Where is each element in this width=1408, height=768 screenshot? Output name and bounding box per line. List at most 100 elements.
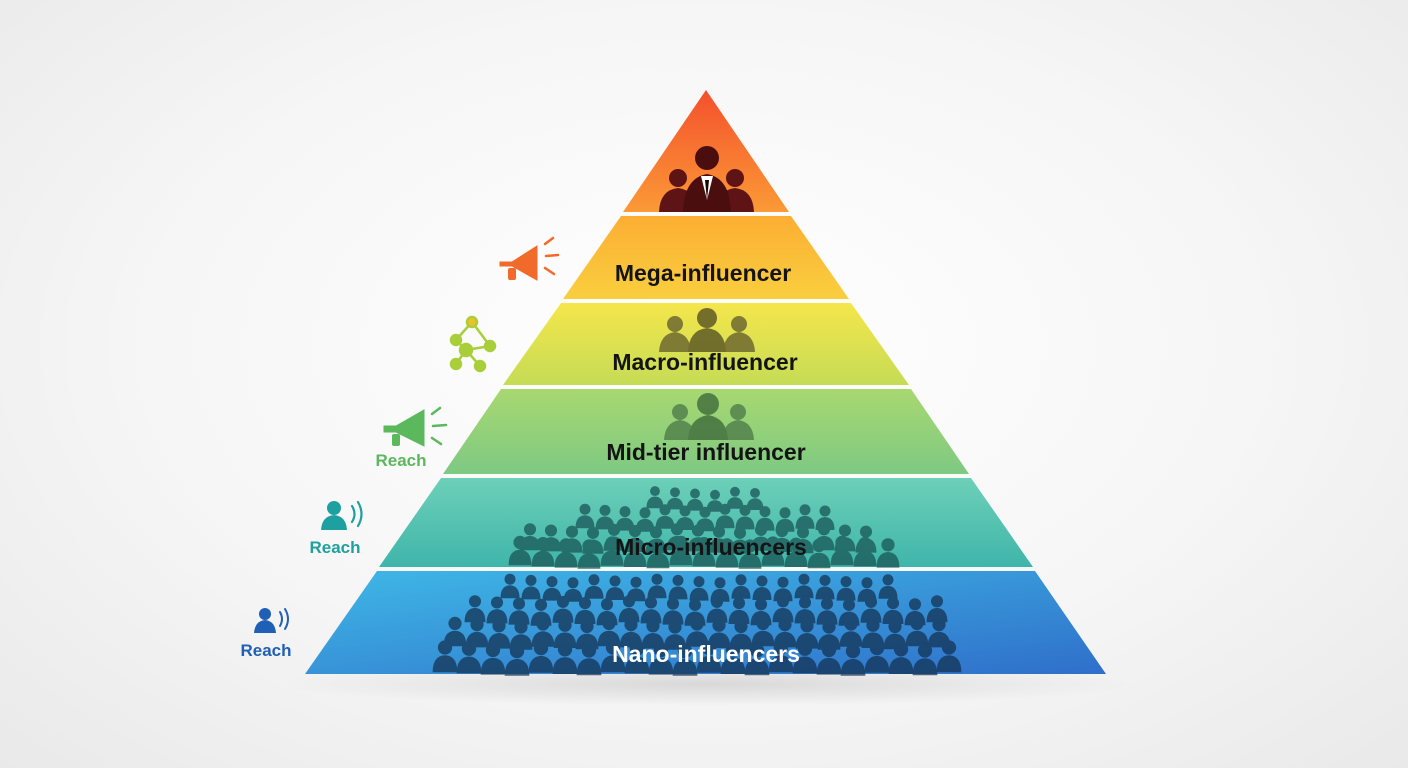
- reach-label-blue: Reach: [240, 641, 291, 660]
- crowd-person-icon: [861, 577, 873, 589]
- crowd-person-icon: [766, 536, 780, 550]
- crowd-person-icon: [619, 506, 631, 518]
- side-megaphone-orange: [499, 236, 560, 281]
- crowd-person-icon: [910, 616, 924, 631]
- crowd-person-icon: [672, 658, 698, 676]
- crowd-person-icon: [746, 498, 764, 510]
- crowd-person-icon: [794, 609, 816, 624]
- crowd-person-icon: [728, 609, 750, 624]
- crowd-person-icon: [600, 550, 624, 566]
- crowd-person-icon: [735, 516, 755, 530]
- crowd-person-icon: [584, 585, 604, 599]
- crowd-person-icon: [536, 617, 550, 631]
- crowd-person-icon: [579, 503, 591, 515]
- crowd-person-icon: [646, 619, 660, 633]
- crowd-person-icon: [623, 551, 647, 567]
- crowd-person-icon: [715, 515, 735, 529]
- crowd-person-icon: [448, 616, 462, 631]
- crowd-person-icon: [504, 573, 516, 585]
- crowd-person-icon: [878, 585, 898, 599]
- crowd-person-icon: [820, 597, 834, 610]
- pyramid-tier-mega: Mega-influencer: [563, 216, 849, 299]
- crowd-person-icon: [485, 642, 501, 658]
- crowd-person-icon: [696, 655, 722, 673]
- crowd-person-icon: [556, 595, 570, 608]
- side-network: [449, 315, 497, 373]
- crowd-person-icon: [521, 586, 541, 600]
- crowd-person-icon: [486, 609, 508, 624]
- crowd-person-icon: [699, 506, 711, 518]
- tier-label-micro: Micro-influencers: [615, 534, 807, 560]
- crowd-person-icon: [552, 657, 578, 674]
- crowd-person-icon: [630, 576, 642, 588]
- crowd-person-icon: [756, 575, 768, 587]
- crowd-person-icon: [691, 524, 705, 537]
- crowd-micro: [508, 486, 900, 569]
- crowd-person-icon: [807, 552, 831, 569]
- crowd-person-icon: [468, 595, 482, 608]
- crowd-person-icon: [835, 535, 849, 550]
- crowd-person-icon: [686, 498, 704, 511]
- crowd-person-icon: [528, 655, 554, 673]
- pyramid-tier-apex: [623, 90, 789, 212]
- crowd-person-icon: [860, 608, 882, 623]
- crowd-person-icon: [744, 658, 770, 676]
- crowd-person-icon: [666, 597, 680, 610]
- crowd-person-icon: [490, 596, 504, 609]
- crowd-person-icon: [600, 655, 626, 673]
- crowd-person-icon: [759, 506, 771, 518]
- crowd-person-icon: [582, 539, 596, 553]
- crowd-person-icon: [644, 596, 658, 609]
- crowd-person-icon: [500, 585, 520, 599]
- crowd-person-icon: [464, 607, 486, 623]
- crowd-person-icon: [554, 552, 578, 568]
- crowd-person-icon: [888, 619, 902, 634]
- crowd-person-icon: [778, 618, 792, 632]
- crowd-person-icon: [689, 587, 709, 601]
- reach-label-green: Reach: [375, 451, 426, 470]
- crowd-person-icon: [795, 515, 815, 529]
- crowd-person-icon: [761, 550, 785, 566]
- crowd-person-icon: [816, 657, 842, 675]
- crowd-person-icon: [653, 642, 669, 658]
- crowd-person-icon: [917, 643, 933, 658]
- crowd-person-icon: [798, 573, 810, 585]
- crowd-person-icon: [567, 577, 579, 589]
- crowd-person-icon: [651, 538, 665, 553]
- crowd-person-icon: [581, 643, 597, 658]
- crowd-person-icon: [640, 609, 662, 624]
- crowd-person-icon: [531, 550, 555, 567]
- crowd-person-icon: [670, 523, 684, 536]
- crowd-person-icon: [618, 607, 640, 623]
- crowd-person-icon: [797, 641, 813, 656]
- crowd-person-icon: [650, 486, 660, 497]
- crowd-person-icon: [544, 524, 558, 537]
- crowd-person-icon: [646, 552, 670, 569]
- pyramid-tier-nano: Nano-influencers: [305, 571, 1106, 676]
- group-icon-macro: [659, 308, 755, 352]
- crowd-person-icon: [670, 487, 680, 498]
- crowd-person-icon: [864, 655, 890, 673]
- crowd-person-icon: [558, 618, 572, 632]
- crowd-person-icon: [508, 549, 532, 566]
- crowd-person-icon: [710, 489, 720, 500]
- crowd-person-icon: [822, 620, 836, 634]
- crowd-person-icon: [470, 618, 484, 632]
- crowd-person-icon: [886, 597, 900, 610]
- crowd-person-icon: [600, 598, 614, 611]
- crowd-person-icon: [882, 574, 894, 586]
- crowd-person-icon: [563, 588, 583, 602]
- crowd-person-icon: [719, 503, 731, 515]
- crowd-person-icon: [605, 640, 621, 655]
- crowd-person-icon: [692, 550, 716, 567]
- crowd-person-icon: [739, 504, 751, 516]
- crowd-person-icon: [693, 576, 705, 588]
- crowd-person-icon: [512, 597, 526, 610]
- crowd-person-icon: [912, 658, 938, 676]
- crowd-person-icon: [679, 505, 691, 517]
- crowd-person-icon: [751, 630, 775, 647]
- crowd-person-icon: [669, 549, 693, 566]
- crowd-person-icon: [838, 524, 852, 537]
- crowd-person-icon: [649, 526, 663, 539]
